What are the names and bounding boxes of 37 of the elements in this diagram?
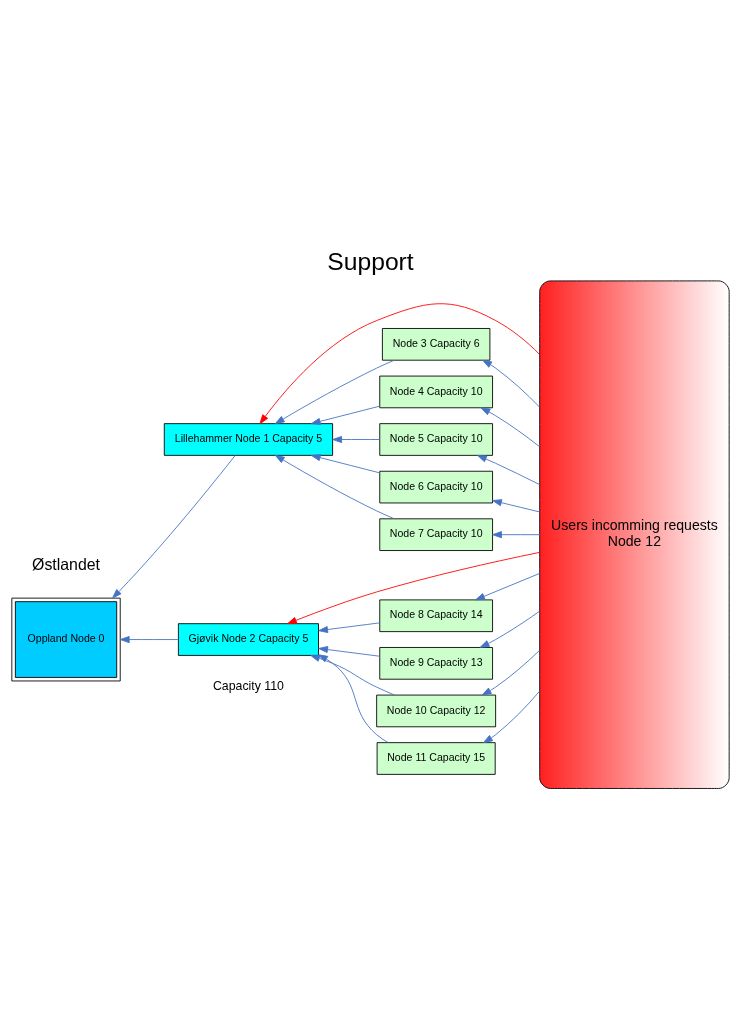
node-box: Lillehammer Node 1 Capacity 5 [163,423,334,456]
node-box: Node 9 Capacity 13 [379,647,493,680]
arrow [318,654,389,743]
arrow [482,359,541,408]
arrow [479,610,540,648]
node-box: Gjøvik Node 2 Capacity 5 [177,623,319,656]
arrow [475,573,541,601]
node-box: Node 10 Capacity 12 [376,694,497,728]
arrow [492,531,541,539]
node-box: Node 11 Capacity 15 [376,742,496,775]
arrow [119,636,179,644]
arrow [112,455,236,599]
arrow [477,454,540,485]
node-box: Node 7 Capacity 10 [379,518,493,551]
arrow [492,499,541,513]
node-box: Node 6 Capacity 10 [379,470,493,504]
node-box: Users incomming requests Node 12 [539,280,730,789]
diagram-title: Support [327,247,414,275]
arrow [483,690,541,744]
arrow [480,407,540,448]
arrow [318,646,381,657]
arrow [318,622,381,634]
node-box: Node 4 Capacity 10 [379,375,493,409]
node-box: Node 5 Capacity 10 [379,423,493,456]
arrow [332,436,381,444]
arrow [259,303,540,425]
arrow [274,359,395,425]
label: Capacity 110 [212,679,284,694]
arrow [310,654,395,696]
node-box: Node 3 Capacity 6 [381,328,491,361]
label: Østlandet [32,556,100,574]
arrow [310,405,381,425]
arrow [481,650,540,696]
arrow [274,454,395,520]
node-box: Node 8 Capacity 14 [379,599,493,633]
arrow [310,454,381,474]
arrow [287,551,540,625]
